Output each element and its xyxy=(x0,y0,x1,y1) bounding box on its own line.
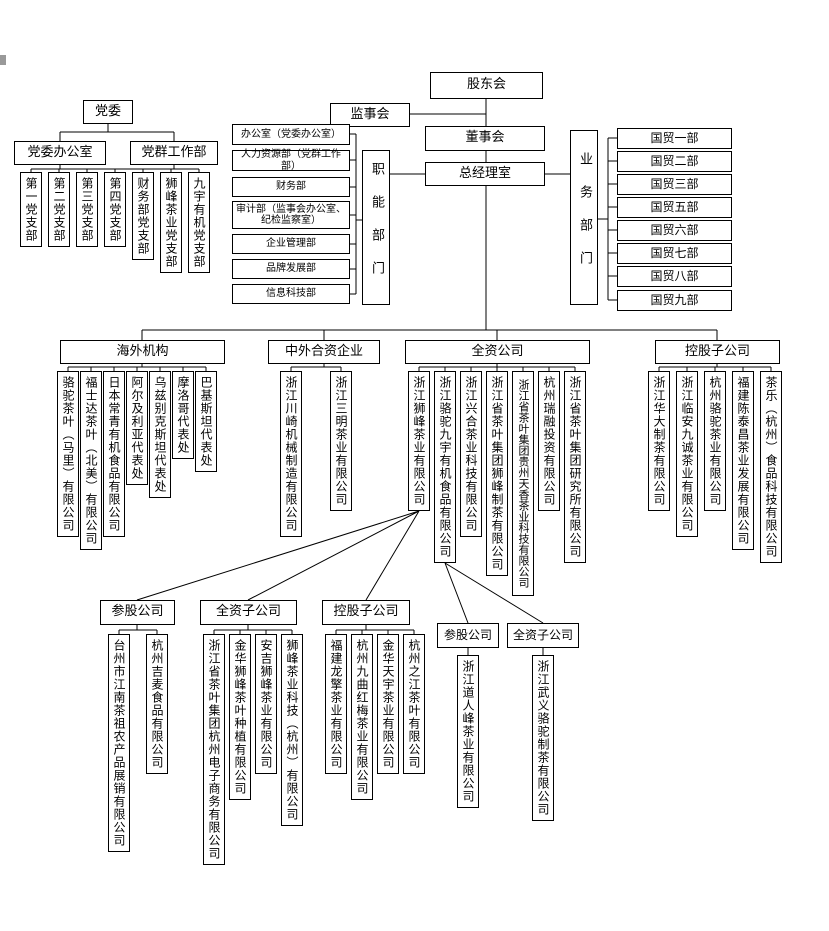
sub-holding-group-box: 控股子公司 xyxy=(322,600,410,625)
company-box: 浙江三明茶业有限公司 xyxy=(330,371,352,511)
company-box: 浙江骆驼九宇有机食品有限公司 xyxy=(434,371,456,563)
company-box: 狮峰茶业科技（杭州）有限公司 xyxy=(281,634,303,826)
party-branch-box: 第四党支部 xyxy=(104,172,126,247)
company-box: 金华天宇茶业有限公司 xyxy=(377,634,399,774)
company-box: 杭州骆驼茶业有限公司 xyxy=(704,371,726,511)
company-box: 浙江兴合茶业科技有限公司 xyxy=(460,371,482,537)
trade-dept-box: 国贸三部 xyxy=(617,174,732,195)
company-box: 乌兹别克斯坦代表处 xyxy=(149,371,171,498)
party-office-box: 党委办公室 xyxy=(14,141,106,165)
company-box: 杭州吉麦食品有限公司 xyxy=(146,634,168,774)
company-box: 浙江狮峰茶业有限公司 xyxy=(408,371,430,511)
company-box: 浙江川崎机械制造有限公司 xyxy=(280,371,302,537)
functional-dept-box: 财务部 xyxy=(232,177,350,197)
company-box: 福建陈泰昌茶业发展有限公司 xyxy=(732,371,754,550)
trade-dept-box: 国贸六部 xyxy=(617,220,732,241)
functional-dept-box: 企业管理部 xyxy=(232,234,350,254)
company-box: 浙江省茶叶集团贵州天香茶业科技有限公司 xyxy=(512,371,534,596)
company-box: 杭州之江茶叶有限公司 xyxy=(403,634,425,774)
company-box: 杭州瑞融投资有限公司 xyxy=(538,371,560,511)
joint-venture-group-box: 中外合资企业 xyxy=(268,340,380,364)
gm-office-box: 总经理室 xyxy=(425,162,545,186)
functional-dept-box: 审计部（监事会办公室、纪检监察室） xyxy=(232,201,350,229)
company-box: 浙江省茶叶集团狮峰制茶有限公司 xyxy=(486,371,508,576)
company-box: 日本常青有机食品有限公司 xyxy=(103,371,125,537)
supervisory-board-box: 监事会 xyxy=(330,103,410,127)
business-depts-label-box: 业务部门 xyxy=(570,130,598,305)
company-box: 茶乐（杭州）食品科技有限公司 xyxy=(760,371,782,563)
party-committee-box: 党委 xyxy=(83,100,133,124)
company-box: 浙江临安九诚茶业有限公司 xyxy=(676,371,698,537)
trade-dept-box: 国贸九部 xyxy=(617,290,732,311)
company-box: 浙江武义骆驼制茶有限公司 xyxy=(532,655,554,821)
party-mass-work-box: 党群工作部 xyxy=(130,141,218,165)
company-box: 巴基斯坦代表处 xyxy=(195,371,217,472)
trade-dept-box: 国贸二部 xyxy=(617,151,732,172)
overseas-group-box: 海外机构 xyxy=(60,340,225,364)
company-box: 骆驼茶叶（马里）有限公司 xyxy=(57,371,79,537)
trade-dept-box: 国贸五部 xyxy=(617,197,732,218)
company-box: 浙江省茶叶集团杭州电子商务有限公司 xyxy=(203,634,225,865)
edge-artifact xyxy=(0,55,6,65)
party-branch-box: 第二党支部 xyxy=(48,172,70,247)
party-branch-box: 财务部党支部 xyxy=(132,172,154,260)
company-box: 浙江华大制茶有限公司 xyxy=(648,371,670,511)
trade-dept-box: 国贸八部 xyxy=(617,266,732,287)
wholly-owned-group-box: 全资公司 xyxy=(405,340,590,364)
company-box: 杭州九曲红梅茶业有限公司 xyxy=(351,634,373,800)
sub-equity-group-box: 参股公司 xyxy=(437,623,499,648)
company-box: 福建龙擎茶业有限公司 xyxy=(325,634,347,774)
company-box: 浙江道人峰茶业有限公司 xyxy=(457,655,479,808)
functional-dept-box: 品牌发展部 xyxy=(232,259,350,279)
functional-dept-box: 人力资源部（党群工作部） xyxy=(232,149,350,172)
party-branch-box: 第三党支部 xyxy=(76,172,98,247)
company-box: 金华狮峰茶叶种植有限公司 xyxy=(229,634,251,800)
party-branch-box: 九宇有机党支部 xyxy=(188,172,210,273)
sub-wholly-group-box: 全资子公司 xyxy=(200,600,297,625)
functional-dept-box: 信息科技部 xyxy=(232,284,350,304)
party-branch-box: 第一党支部 xyxy=(20,172,42,247)
functional-depts-label-box: 职能部门 xyxy=(362,150,390,305)
sub-wholly-group-box: 全资子公司 xyxy=(507,623,579,648)
company-box: 安吉狮峰茶业有限公司 xyxy=(255,634,277,774)
company-box: 台州市江南茶祖农产品展销有限公司 xyxy=(108,634,130,852)
party-branch-box: 狮峰茶业党支部 xyxy=(160,172,182,273)
company-box: 福士达茶叶（北美）有限公司 xyxy=(80,371,102,550)
functional-dept-box: 办公室（党委办公室） xyxy=(232,124,350,145)
sub-equity-group-box: 参股公司 xyxy=(100,600,175,625)
company-box: 摩洛哥代表处 xyxy=(172,371,194,459)
holding-group-box: 控股子公司 xyxy=(655,340,780,364)
trade-dept-box: 国贸七部 xyxy=(617,243,732,264)
board-of-directors-box: 董事会 xyxy=(425,126,545,151)
shareholders-meeting-box: 股东会 xyxy=(430,72,543,99)
trade-dept-box: 国贸一部 xyxy=(617,128,732,149)
company-box: 浙江省茶叶集团研究所有限公司 xyxy=(564,371,586,563)
company-box: 阿尔及利亚代表处 xyxy=(126,371,148,485)
